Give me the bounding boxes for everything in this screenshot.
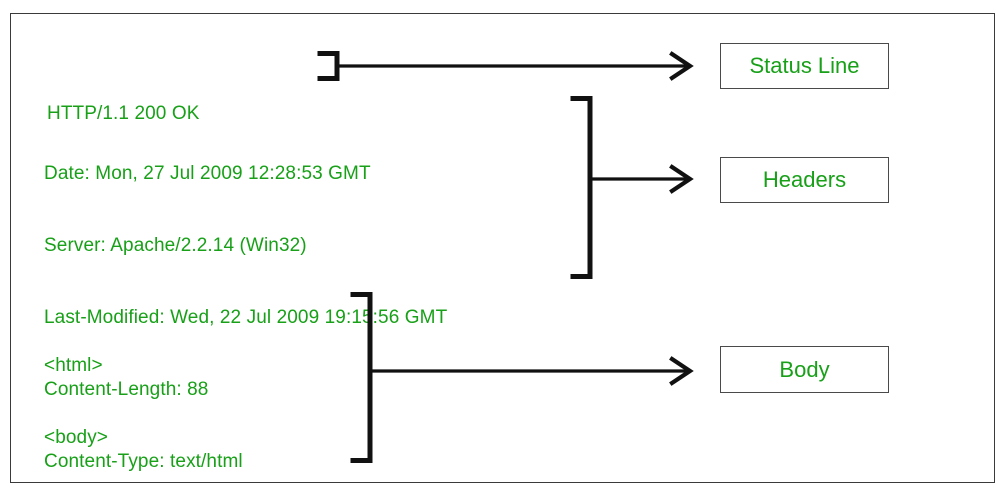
headers-text-block: Date: Mon, 27 Jul 2009 12:28:53 GMT Serv… — [44, 114, 447, 499]
header-line: Date: Mon, 27 Jul 2009 12:28:53 GMT — [44, 163, 371, 184]
header-line: Content-Type: text/html — [44, 451, 243, 472]
label-box-body: Body — [720, 346, 889, 393]
header-line: Server: Apache/2.2.14 (Win32) — [44, 235, 307, 256]
status-line-value: HTTP/1.1 200 OK — [47, 103, 200, 124]
body-text-block: <html> <body> <h1>Hello, World!</h1> </b… — [44, 306, 247, 499]
label-box-status-line-text: Status Line — [749, 53, 860, 78]
status-line-text: HTTP/1.1 200 OK — [47, 54, 200, 174]
label-box-body-text: Body — [779, 356, 830, 382]
header-line: Content-Length: 88 — [44, 379, 209, 400]
body-line: <body> — [44, 427, 108, 448]
diagram-outer-frame — [10, 13, 995, 483]
label-box-status-line: Status Line — [720, 43, 889, 89]
label-box-headers: Headers — [720, 157, 889, 203]
label-box-headers-text: Headers — [762, 167, 847, 192]
header-line: Last-Modified: Wed, 22 Jul 2009 19:15:56… — [44, 307, 448, 328]
body-line: <html> — [44, 355, 103, 376]
